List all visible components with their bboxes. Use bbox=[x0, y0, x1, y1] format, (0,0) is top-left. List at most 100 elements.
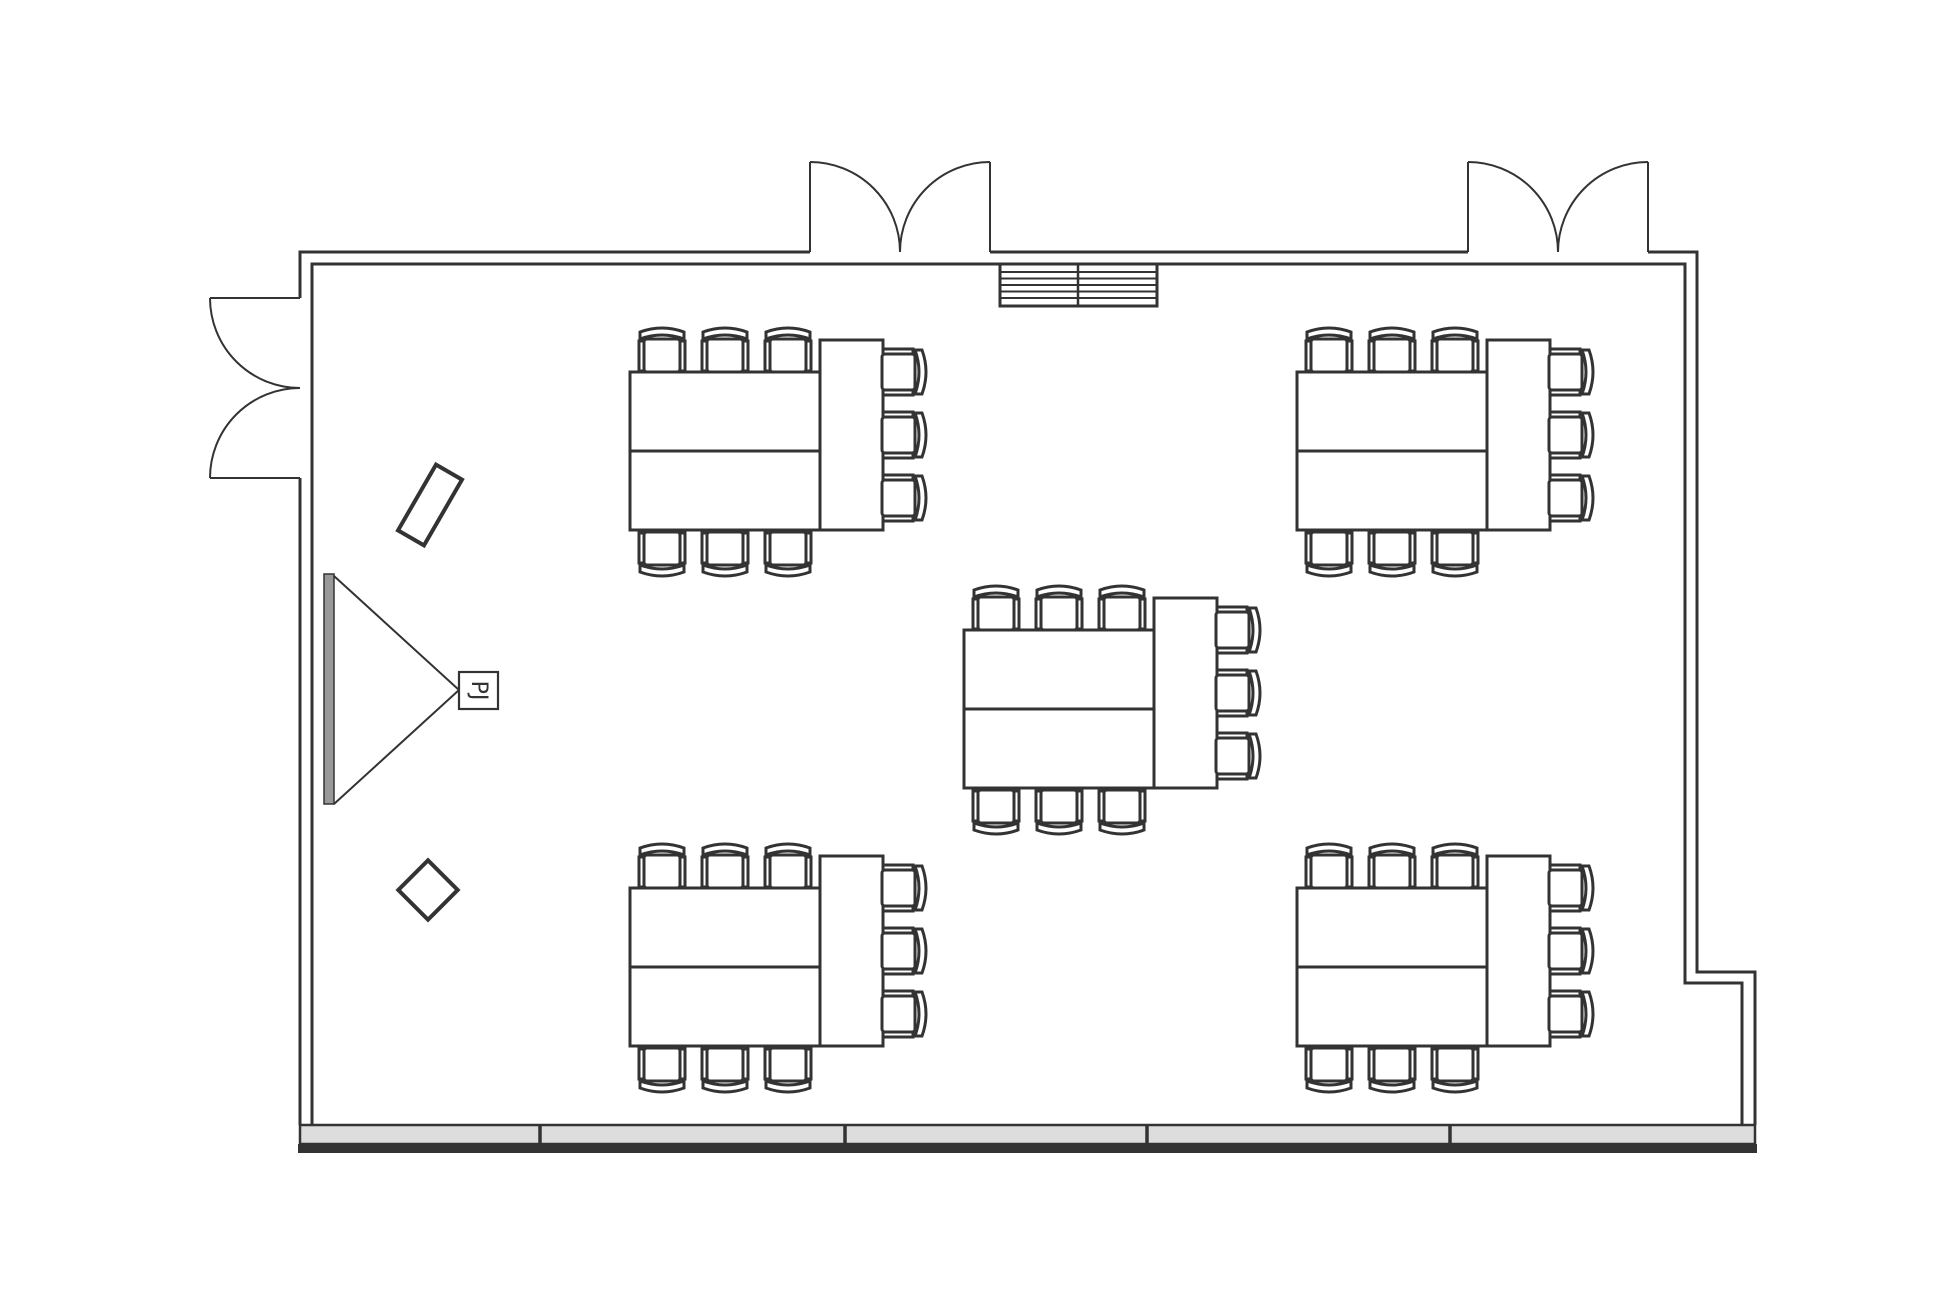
door-swing bbox=[209, 387, 301, 479]
chair-arm bbox=[1548, 388, 1582, 397]
chair bbox=[1214, 605, 1262, 655]
chair-back bbox=[1579, 348, 1595, 396]
chair-back bbox=[1579, 411, 1595, 459]
chair-seat bbox=[1435, 530, 1475, 567]
chair-arm bbox=[881, 904, 915, 913]
chair bbox=[1430, 326, 1480, 374]
chair-arm bbox=[637, 1047, 646, 1081]
chair-seat bbox=[880, 415, 917, 455]
chair-arm bbox=[1430, 855, 1439, 889]
chair-arm bbox=[678, 1047, 687, 1081]
chair-arm bbox=[1430, 531, 1439, 565]
chair-seat bbox=[976, 595, 1016, 632]
chair-seat bbox=[642, 530, 682, 567]
chair-seat bbox=[1547, 868, 1584, 908]
door-swing bbox=[809, 161, 901, 253]
chair-seat bbox=[705, 853, 745, 890]
chair-arm bbox=[763, 339, 772, 373]
chair-arm bbox=[1367, 339, 1376, 373]
chair-arm bbox=[1408, 1047, 1417, 1081]
chair-back bbox=[1035, 584, 1083, 600]
chair-seat bbox=[642, 853, 682, 890]
chair-back bbox=[912, 348, 928, 396]
chair-seat bbox=[1547, 352, 1584, 392]
chair-arm bbox=[1367, 855, 1376, 889]
room-walls bbox=[298, 250, 1757, 1153]
chair bbox=[1367, 842, 1417, 890]
chair-arm bbox=[1548, 989, 1582, 998]
chair-seat bbox=[642, 337, 682, 374]
chair-seat bbox=[880, 352, 917, 392]
chair-seat bbox=[1309, 530, 1349, 567]
chair-back bbox=[1579, 864, 1595, 912]
chair-seat bbox=[1309, 853, 1349, 890]
chair-seat bbox=[880, 994, 917, 1034]
chair-back bbox=[912, 474, 928, 522]
chair-seat bbox=[880, 868, 917, 908]
chair-arm bbox=[881, 473, 915, 482]
chair-arm bbox=[741, 531, 750, 565]
chair bbox=[880, 926, 928, 976]
chair-back bbox=[701, 562, 749, 578]
chair-seat bbox=[1372, 853, 1412, 890]
chair-arm bbox=[804, 855, 813, 889]
chair-seat bbox=[1309, 1046, 1349, 1083]
chair-back bbox=[1368, 842, 1416, 858]
chair-arm bbox=[678, 531, 687, 565]
chair bbox=[880, 989, 928, 1039]
table-end bbox=[1485, 338, 1552, 532]
chair-arm bbox=[700, 531, 709, 565]
chair bbox=[1034, 788, 1084, 836]
chair-seat bbox=[1372, 337, 1412, 374]
chair bbox=[1097, 788, 1147, 836]
chair bbox=[1547, 473, 1595, 523]
chair-seat bbox=[976, 788, 1016, 825]
chair-seat bbox=[1214, 736, 1251, 776]
chair-back bbox=[638, 1078, 686, 1094]
table-group-bottom-left bbox=[628, 842, 928, 1094]
chair-back bbox=[1579, 990, 1595, 1038]
chair bbox=[1430, 530, 1480, 578]
chair-seat bbox=[768, 853, 808, 890]
chair-arm bbox=[1138, 597, 1147, 631]
chair-arm bbox=[763, 531, 772, 565]
chair-seat bbox=[1547, 931, 1584, 971]
chair bbox=[880, 410, 928, 460]
chair-back bbox=[764, 1078, 812, 1094]
chair bbox=[1367, 1046, 1417, 1094]
chair-back bbox=[1579, 927, 1595, 975]
chair-arm bbox=[881, 451, 915, 460]
chair-arm bbox=[1471, 855, 1480, 889]
chair-back bbox=[912, 864, 928, 912]
table-end bbox=[1485, 854, 1552, 1048]
chair-arm bbox=[1408, 531, 1417, 565]
chair-arm bbox=[1408, 339, 1417, 373]
chair-arm bbox=[1548, 410, 1582, 419]
chair-arm bbox=[804, 531, 813, 565]
chair-back bbox=[1098, 584, 1146, 600]
chair-back bbox=[1035, 820, 1083, 836]
chair-back bbox=[764, 326, 812, 342]
chair bbox=[971, 788, 1021, 836]
chair-arm bbox=[741, 855, 750, 889]
chair-arm bbox=[1304, 531, 1313, 565]
table-end bbox=[818, 854, 885, 1048]
chair-arm bbox=[637, 855, 646, 889]
chair-back bbox=[1431, 326, 1479, 342]
chair-arm bbox=[881, 863, 915, 872]
chair-seat bbox=[768, 1046, 808, 1083]
chair-back bbox=[912, 411, 928, 459]
chair-arm bbox=[1367, 1047, 1376, 1081]
chair-arm bbox=[1548, 347, 1582, 356]
chair-seat bbox=[705, 337, 745, 374]
chair-back bbox=[972, 584, 1020, 600]
chair-seat bbox=[1309, 337, 1349, 374]
chair-back bbox=[1305, 326, 1353, 342]
chair-seat bbox=[1547, 478, 1584, 518]
chair-seat bbox=[1547, 994, 1584, 1034]
chair-arm bbox=[763, 855, 772, 889]
chair-arm bbox=[1345, 531, 1354, 565]
chair-seat bbox=[705, 530, 745, 567]
chair-arm bbox=[1075, 789, 1084, 823]
